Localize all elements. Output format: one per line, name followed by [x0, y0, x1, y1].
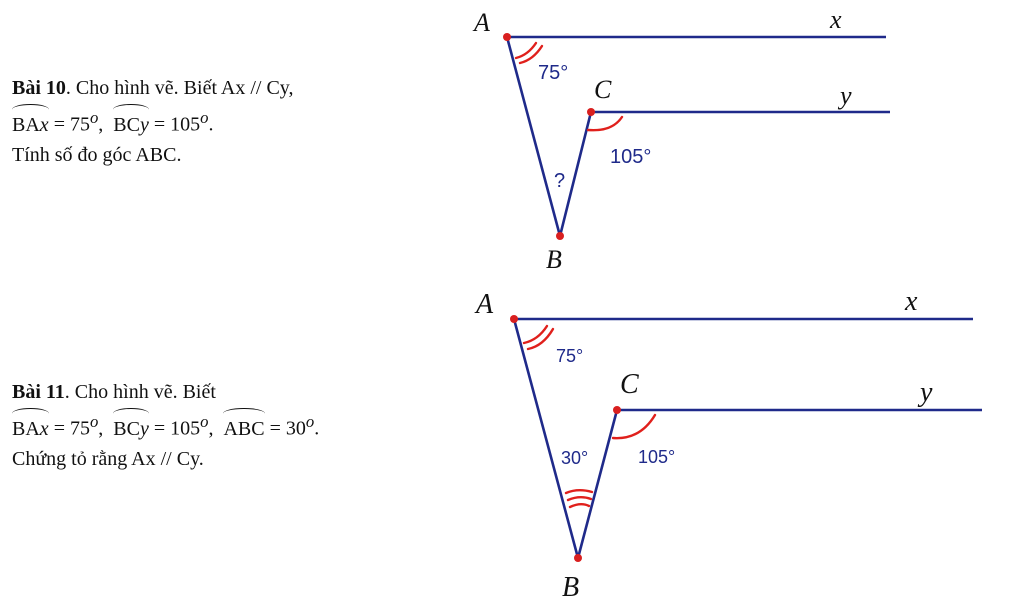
label-y: y — [917, 377, 933, 408]
label-C: C — [594, 75, 612, 104]
figure-10: A B C x y 75° 105° ? — [472, 5, 890, 274]
label-x: x — [904, 286, 918, 317]
angle-BCy-value: = 105 — [153, 113, 201, 136]
angle-mark-B-1 — [564, 489, 594, 495]
point-C — [587, 108, 595, 116]
label-x: x — [829, 5, 842, 34]
problem-11-givens: BAx = 75o, BCy = 105o, ABC = 30o. — [12, 407, 319, 444]
angle-mark-C — [586, 115, 624, 132]
angle-mark-C — [611, 413, 657, 440]
angle-BAx-value: = 75 — [53, 113, 90, 136]
problem-11-intro: . Cho hình vẽ. Biết — [64, 381, 216, 403]
figure-11: A B C x y 75° 105° 30° — [474, 286, 982, 603]
angle-value-C: 105° — [610, 146, 651, 168]
angle-BAx-label: BAx — [12, 407, 49, 444]
point-C — [613, 406, 621, 414]
angle-BAx-value: = 75 — [53, 417, 90, 440]
segment-AB — [505, 36, 562, 237]
angle-value-C: 105° — [638, 447, 675, 467]
angle-mark-A — [514, 41, 538, 60]
angle-mark-B-3 — [568, 503, 591, 509]
problem-10-line-1: Bài 10. Cho hình vẽ. Biết Ax // Cy, — [12, 73, 294, 103]
angle-BCy-label: BCy — [113, 407, 149, 444]
label-B: B — [562, 572, 579, 603]
angle-mark-A-2 — [526, 327, 555, 351]
angle-value-B: ? — [554, 170, 565, 192]
problem-11-line-1: Bài 11. Cho hình vẽ. Biết — [12, 377, 319, 407]
angle-mark-A-2 — [518, 44, 544, 65]
segment-AB — [512, 318, 580, 559]
angle-mark-B-2 — [566, 496, 593, 502]
angle-BAx-label: BAx — [12, 103, 49, 140]
problem-10-question: Tính số đo góc ABC. — [12, 143, 182, 166]
label-A: A — [472, 8, 490, 37]
label-B: B — [546, 245, 562, 274]
angle-mark-A — [522, 324, 549, 345]
point-A — [510, 315, 518, 323]
point-B — [574, 554, 582, 562]
segment-BC — [558, 111, 593, 237]
angle-value-A: 75° — [556, 346, 583, 366]
problem-11-question: Chứng tỏ rằng Ax // Cy. — [12, 447, 204, 470]
problem-10-title: Bài 10 — [12, 77, 66, 99]
label-A: A — [474, 289, 494, 320]
label-C: C — [620, 369, 639, 400]
angle-ABC-label: ABC — [223, 407, 265, 444]
problem-10-givens: BAx = 75o, BCy = 105o. — [12, 103, 294, 140]
angle-ABC-value: = 30 — [269, 417, 306, 440]
problem-11-title: Bài 11 — [12, 381, 65, 403]
angle-BCy-label: BCy — [113, 103, 149, 140]
segment-BC — [576, 409, 619, 559]
point-A — [503, 33, 511, 41]
angle-value-A: 75° — [538, 62, 568, 84]
problem-10: Bài 10. Cho hình vẽ. Biết Ax // Cy, BAx … — [12, 73, 294, 170]
angle-BCy-value: = 105 — [153, 417, 201, 440]
angle-value-B: 30° — [561, 448, 588, 468]
problem-10-intro: . Cho hình vẽ. Biết Ax // Cy, — [65, 77, 294, 99]
point-B — [556, 232, 564, 240]
label-y: y — [837, 81, 852, 110]
problem-11: Bài 11. Cho hình vẽ. Biết BAx = 75o, BCy… — [12, 377, 319, 474]
